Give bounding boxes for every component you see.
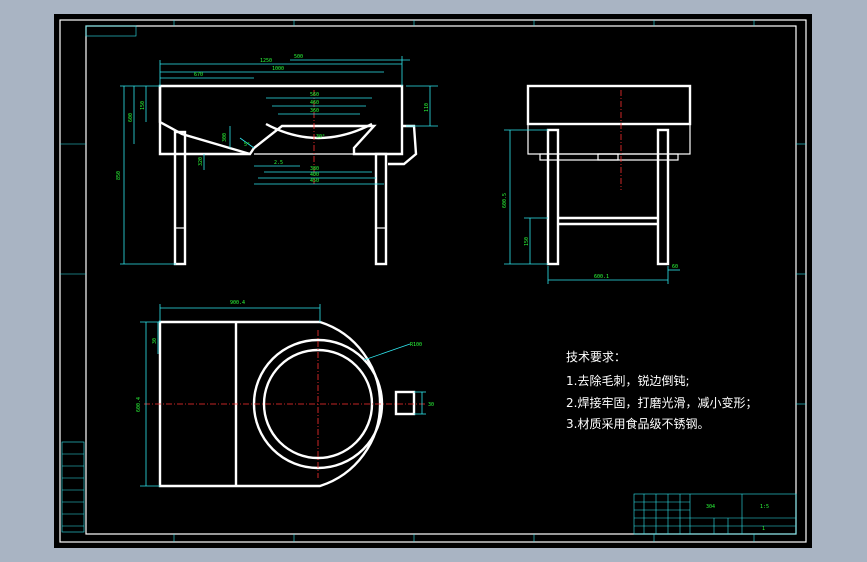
dim-right-h: 110 [424,103,430,112]
technical-notes: 技术要求： 1.去除毛刺，锐边倒钝; 2.焊接牢固，打磨光滑，减小变形； 3.材… [566,350,757,431]
title-material: 304 [706,504,715,510]
notes-line-1: 1.去除毛刺，锐边倒钝; [566,373,690,388]
dim-bottom-small: 2.5 [274,160,283,166]
dim-angle: 30° [316,134,325,140]
notes-title: 技术要求： [566,350,626,364]
title-scale: 1:5 [760,504,769,510]
notes-line-2: 2.焊接牢固，打磨光滑，减小变形； [566,395,757,410]
dim-slope: 5° [244,142,250,148]
dim-plan-r: R100 [410,342,422,348]
zone-ticks [60,20,806,542]
plan-drain [394,390,416,416]
dim-top-center: 1000 [272,66,284,72]
dim-side-w: 600.1 [594,274,609,280]
title-sheet: 1 [762,526,765,532]
dim-left-overall: 850 [116,171,122,180]
dim-bottom-3: 450 [310,178,319,184]
front-tank-body [158,84,404,156]
dim-inner-5: 300 [222,133,228,142]
inner-frame [85,25,797,535]
plan-view[interactable]: 900.4 600.4 R100 30 30 [136,300,434,488]
front-basin [265,122,373,140]
front-dims [120,56,438,265]
dim-side-foot: 60 [672,264,678,270]
dim-top-right: 500 [294,54,303,60]
dim-top-overall: 1250 [260,58,272,64]
label-box [85,25,137,37]
front-view[interactable]: 1250 1000 670 500 850 600 150 110 560 46… [116,54,438,266]
plan-outline [158,320,382,488]
front-dim-text: 1250 1000 670 500 850 600 150 110 560 46… [116,54,430,184]
dim-inner-2: 460 [310,100,319,106]
dim-bottom-2: 400 [310,172,319,178]
dim-plan-mark: 30 [152,338,158,344]
front-leg-right [374,152,388,266]
title-block: 304 1:5 1 [633,493,797,535]
notes-line-3: 3.材质采用食品级不锈钢。 [566,416,709,431]
dim-top-left: 670 [194,72,203,78]
side-lower-panel [527,123,691,155]
dim-inner-4: 320 [198,157,204,166]
dim-plan-small: 30 [428,402,434,408]
side-leg-right [656,128,670,266]
dim-bottom-1: 380 [310,166,319,172]
dim-left-h1: 150 [140,101,146,110]
dim-plan-w: 900.4 [230,300,245,306]
dim-plan-h: 600.4 [136,397,142,412]
side-leg-left [546,128,560,266]
drawing-canvas[interactable]: 1250 1000 670 500 850 600 150 110 560 46… [54,14,812,548]
revision-strip [61,441,85,533]
side-view[interactable]: 600.5 150 600.1 60 [502,84,692,284]
dim-inner-3: 360 [310,108,319,114]
front-leg-left [173,130,187,266]
dim-inner-1: 560 [310,92,319,98]
side-tank [526,84,692,126]
front-slope [158,86,251,156]
drawing-sheet[interactable]: 1250 1000 670 500 850 600 150 110 560 46… [54,14,812,548]
outer-frame [59,19,807,543]
dim-left-h3: 600 [128,113,134,122]
dim-side-h2: 150 [524,237,530,246]
dim-side-h: 600.5 [502,193,508,208]
